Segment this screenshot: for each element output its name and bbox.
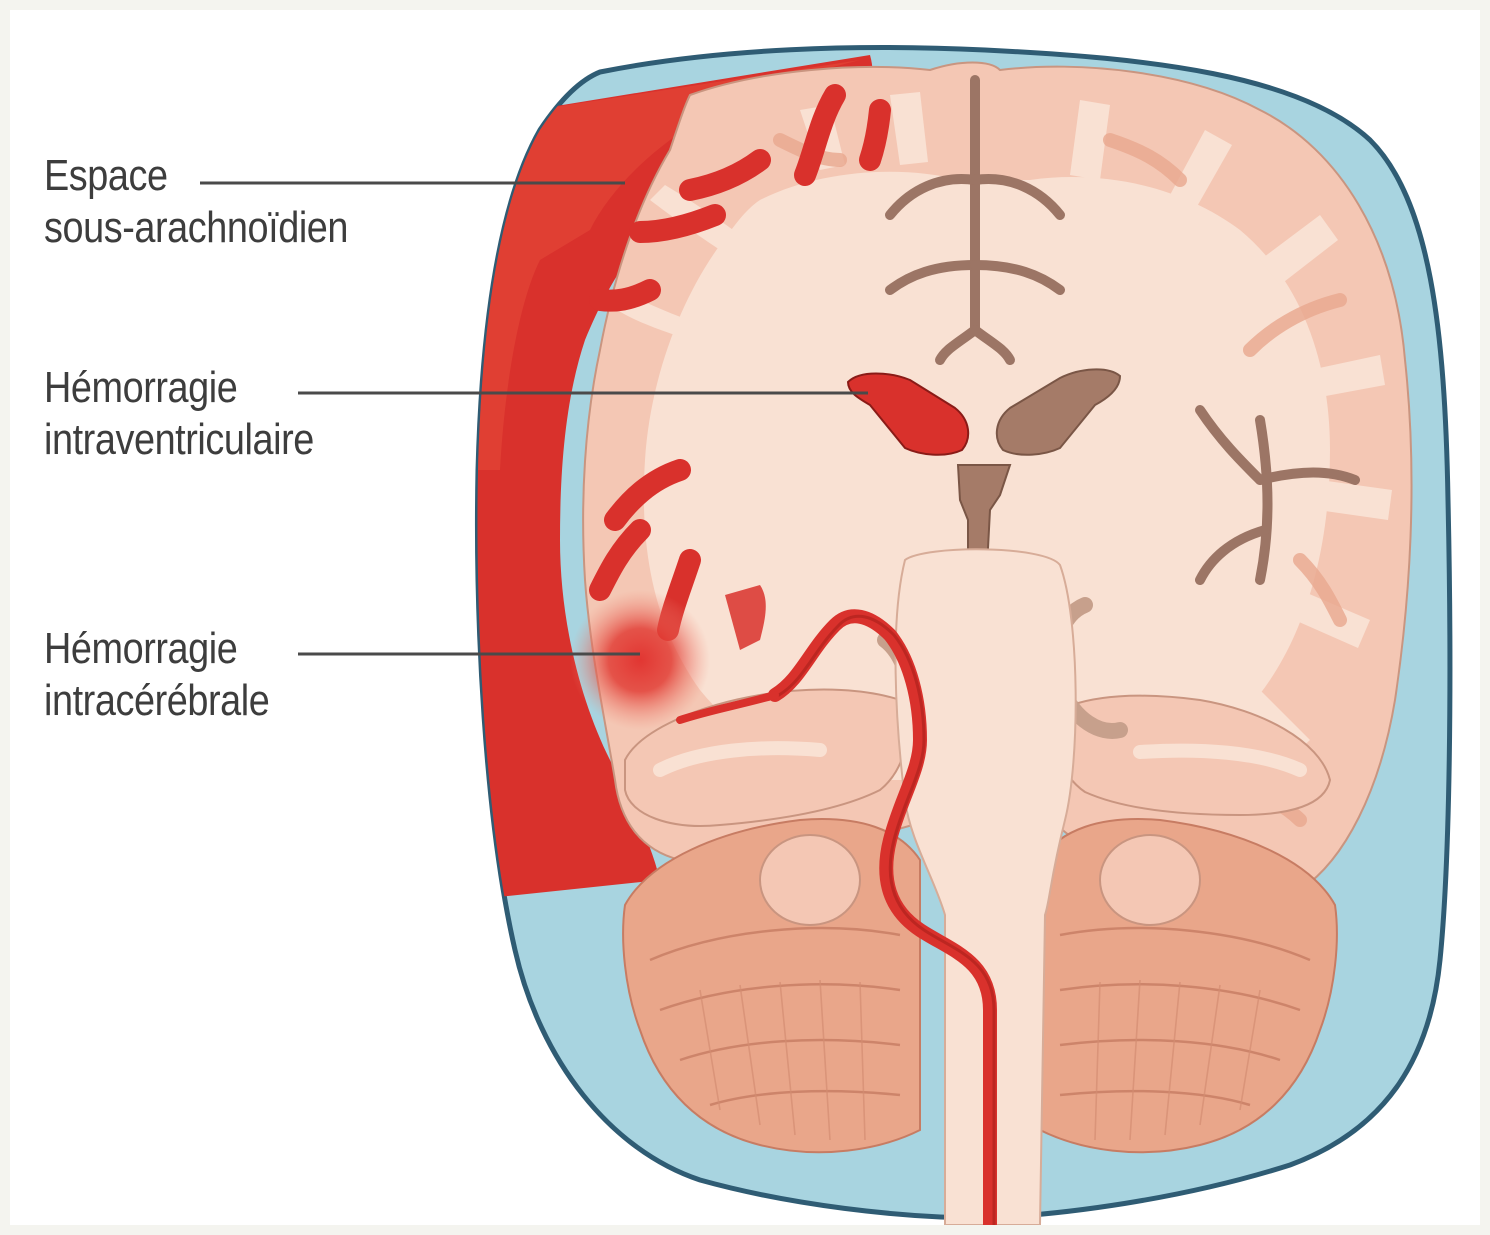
label-subarachnoid-space: Espace sous-arachnoïdien xyxy=(44,150,348,254)
label-intracerebral-hemorrhage: Hémorragie intracérébrale xyxy=(44,623,269,727)
label-intraventricular-line1: Hémorragie xyxy=(44,362,314,414)
label-intracerebral-line1: Hémorragie xyxy=(44,623,269,675)
label-intracerebral-line2: intracérébrale xyxy=(44,675,269,727)
label-subarachnoid-line1: Espace xyxy=(44,150,348,202)
label-intraventricular-line2: intraventriculaire xyxy=(44,414,314,466)
label-subarachnoid-line2: sous-arachnoïdien xyxy=(44,202,348,254)
intracerebral-hemorrhage xyxy=(570,590,710,730)
label-intraventricular-hemorrhage: Hémorragie intraventriculaire xyxy=(44,362,314,466)
diagram-frame: Espace sous-arachnoïdien Hémorragie intr… xyxy=(10,10,1480,1225)
